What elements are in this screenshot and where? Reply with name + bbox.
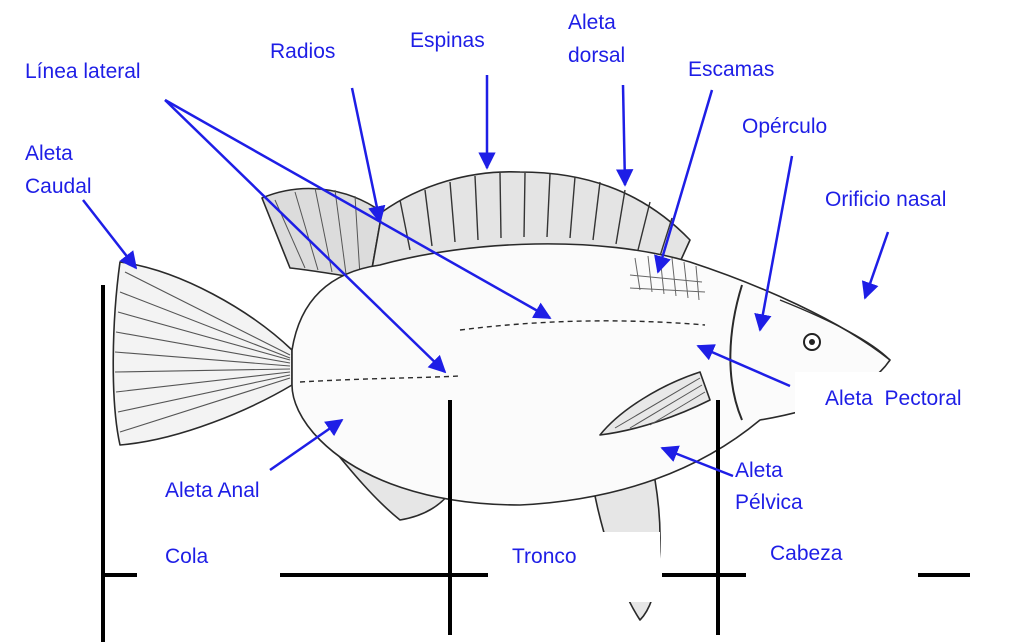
region-cabeza: Cabeza xyxy=(770,542,843,565)
label-linea-lateral: Línea lateral xyxy=(25,60,141,83)
arrow-aleta-dorsal xyxy=(623,85,625,185)
label-aleta-dorsal-line1: Aleta xyxy=(568,11,616,34)
label-aleta-pectoral: Aleta Pectoral xyxy=(825,387,962,410)
region-cola: Cola xyxy=(165,545,209,568)
label-orificio-nasal: Orificio nasal xyxy=(825,188,946,211)
label-aleta-dorsal-line2: dorsal xyxy=(568,44,625,67)
label-aleta-caudal-line2: Caudal xyxy=(25,175,92,198)
label-aleta-anal: Aleta Anal xyxy=(165,479,260,502)
arrow-aleta-caudal xyxy=(83,200,136,268)
soft-dorsal-fin xyxy=(262,189,382,280)
label-aleta-pelvica-line1: Aleta xyxy=(735,459,783,482)
label-operculo: Opérculo xyxy=(742,115,827,138)
arrow-orificio-nasal xyxy=(865,232,888,298)
label-aleta-caudal-line1: Aleta xyxy=(25,142,73,165)
region-tronco: Tronco xyxy=(512,545,577,568)
label-escamas: Escamas xyxy=(688,58,774,81)
label-aleta-pelvica-line2: Pélvica xyxy=(735,491,803,514)
label-radios: Radios xyxy=(270,40,335,63)
label-espinas: Espinas xyxy=(410,29,485,52)
